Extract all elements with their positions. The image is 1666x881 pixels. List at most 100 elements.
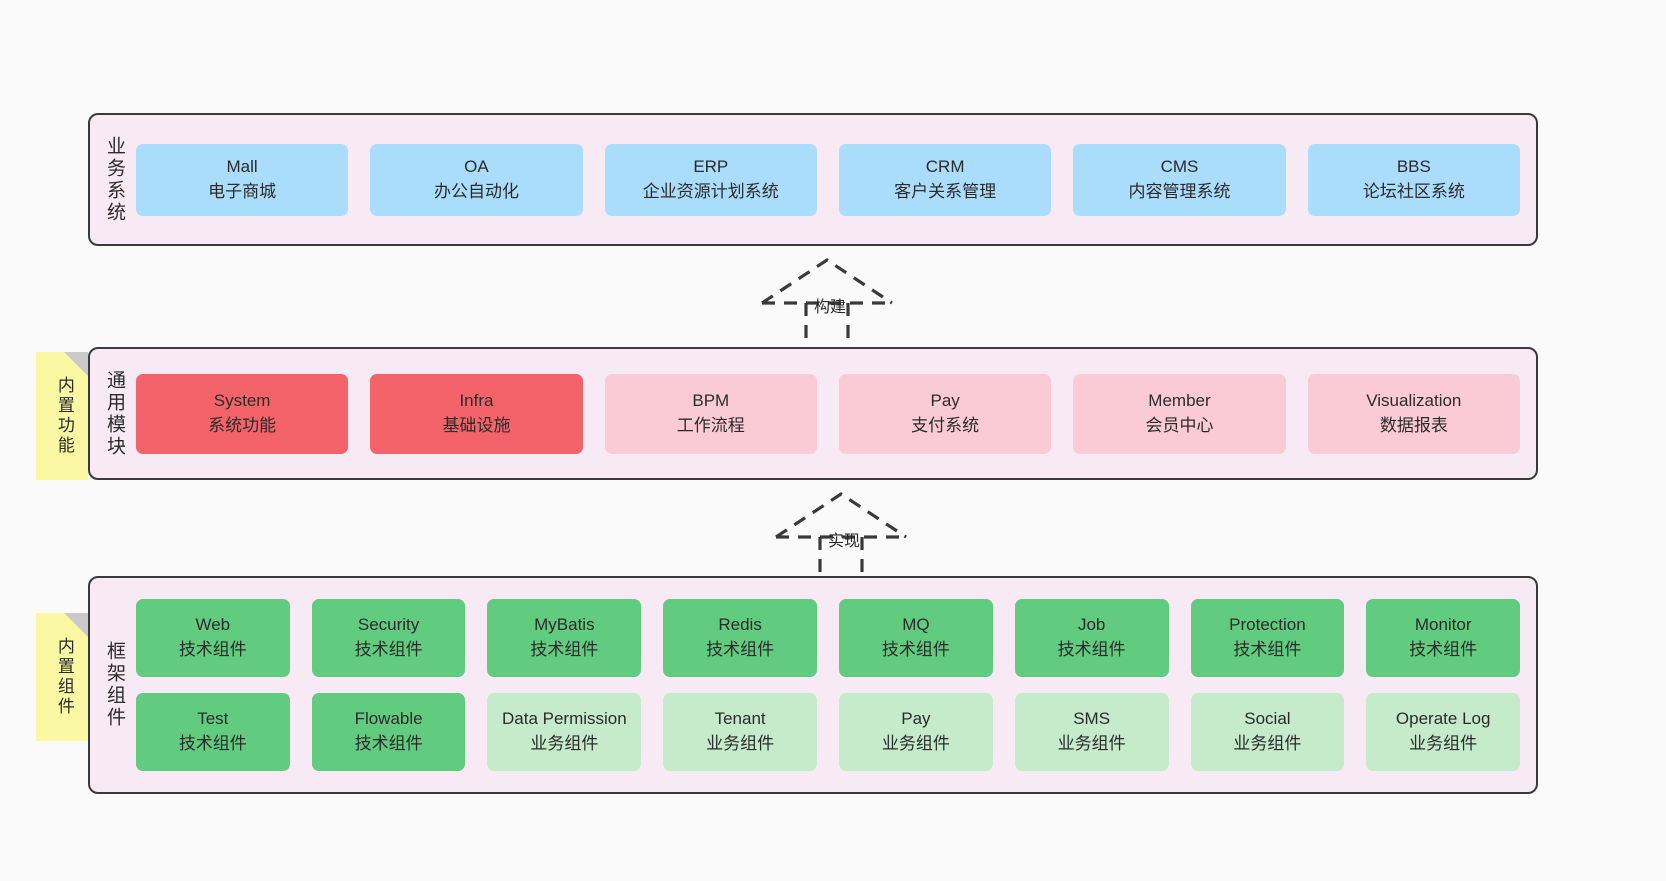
card-title-en: Protection [1229, 615, 1306, 635]
card-title-cn: 业务组件 [881, 734, 950, 753]
note-builtin-function-label: 内置功能 [54, 376, 74, 456]
card-data-permission[interactable]: Data Permission 业务组件 [487, 693, 642, 771]
card-title-en: SMS [1073, 709, 1111, 729]
layer-framework-component[interactable]: 框架组件 Web 技术组件 Security 技术组件 MyBatis 技术组件… [88, 576, 1538, 794]
card-title-en: Infra [459, 390, 494, 410]
card-title-en: OA [464, 156, 489, 176]
card-title-cn: 数据报表 [1379, 415, 1448, 435]
layer-body-framework-component: Web 技术组件 Security 技术组件 MyBatis 技术组件 Redi… [134, 578, 1536, 792]
card-title-cn: 客户关系管理 [894, 181, 997, 201]
card-web[interactable]: Web 技术组件 [135, 599, 290, 677]
card-visualization[interactable]: Visualization 数据报表 [1307, 373, 1520, 454]
card-row: Test 技术组件 Flowable 技术组件 Data Permission … [135, 693, 1521, 771]
card-title-en: Operate Log [1395, 709, 1491, 729]
connector-build: 构建 [752, 255, 912, 350]
note-builtin-function[interactable]: 内置功能 [36, 352, 88, 480]
card-row: System 系统功能 Infra 基础设施 BPM 工作流程 Pay 支付系统… [135, 373, 1520, 454]
card-row: Web 技术组件 Security 技术组件 MyBatis 技术组件 Redi… [135, 599, 1521, 677]
layer-body-common-module: System 系统功能 Infra 基础设施 BPM 工作流程 Pay 支付系统… [134, 349, 1536, 478]
card-title-en: ERP [693, 156, 729, 176]
card-bpm[interactable]: BPM 工作流程 [604, 373, 817, 454]
card-sms[interactable]: SMS 业务组件 [1014, 693, 1169, 771]
card-pay-component[interactable]: Pay 业务组件 [839, 693, 993, 771]
layer-title-business-system: 业务系统 [103, 135, 125, 224]
card-title-cn: 业务组件 [1233, 734, 1302, 753]
card-erp[interactable]: ERP 企业资源计划系统 [604, 143, 817, 216]
card-title-cn: 技术组件 [354, 734, 423, 753]
card-security[interactable]: Security 技术组件 [311, 599, 466, 677]
card-pay-module[interactable]: Pay 支付系统 [838, 373, 1052, 454]
card-mq[interactable]: MQ 技术组件 [839, 599, 993, 677]
connector-implement: 实现 [766, 489, 926, 584]
card-title-cn: 技术组件 [178, 734, 247, 753]
card-job[interactable]: Job 技术组件 [1014, 599, 1169, 677]
card-member[interactable]: Member 会员中心 [1073, 373, 1286, 454]
card-title-cn: 基础设施 [442, 415, 511, 435]
card-title-cn: 办公自动化 [433, 181, 519, 201]
card-title-cn: 业务组件 [530, 734, 599, 753]
card-title-en: CRM [925, 156, 965, 176]
card-title-cn: 系统功能 [208, 415, 277, 435]
card-title-cn: 企业资源计划系统 [642, 181, 779, 201]
card-title-cn: 技术组件 [354, 640, 423, 659]
card-title-cn: 业务组件 [1057, 734, 1126, 753]
card-infra[interactable]: Infra 基础设施 [370, 373, 583, 454]
note-fold-corner-icon [64, 352, 88, 376]
card-oa[interactable]: OA 办公自动化 [370, 143, 583, 216]
card-tenant[interactable]: Tenant 业务组件 [663, 693, 817, 771]
layer-business-system[interactable]: 业务系统 Mall 电子商城 OA 办公自动化 ERP 企业资源计划系统 CRM… [88, 113, 1538, 246]
card-title-en: Flowable [354, 709, 423, 729]
card-system[interactable]: System 系统功能 [135, 373, 349, 454]
card-row: Mall 电子商城 OA 办公自动化 ERP 企业资源计划系统 CRM 客户关系… [135, 143, 1520, 216]
card-title-en: Monitor [1414, 615, 1472, 635]
card-title-cn: 电子商城 [208, 181, 277, 201]
card-redis[interactable]: Redis 技术组件 [663, 599, 817, 677]
card-title-cn: 技术组件 [1057, 640, 1126, 659]
card-title-cn: 技术组件 [1233, 640, 1302, 659]
card-monitor[interactable]: Monitor 技术组件 [1366, 599, 1521, 677]
card-title-en: Job [1077, 615, 1106, 635]
card-title-en: Security [357, 615, 420, 635]
card-flowable[interactable]: Flowable 技术组件 [311, 693, 466, 771]
layer-common-module[interactable]: 通用模块 System 系统功能 Infra 基础设施 BPM 工作流程 Pay… [88, 347, 1538, 480]
card-title-cn: 支付系统 [911, 415, 980, 435]
card-title-cn: 技术组件 [881, 640, 950, 659]
card-title-en: Member [1148, 390, 1211, 410]
layer-body-business-system: Mall 电子商城 OA 办公自动化 ERP 企业资源计划系统 CRM 客户关系… [134, 115, 1536, 244]
card-title-cn: 技术组件 [706, 640, 775, 659]
connector-implement-label: 实现 [828, 533, 861, 550]
card-title-cn: 业务组件 [1409, 734, 1478, 753]
card-crm[interactable]: CRM 客户关系管理 [838, 143, 1052, 216]
card-mybatis[interactable]: MyBatis 技术组件 [487, 599, 642, 677]
card-operate-log[interactable]: Operate Log 业务组件 [1366, 693, 1521, 771]
card-test[interactable]: Test 技术组件 [135, 693, 290, 771]
card-title-en: Web [195, 615, 231, 635]
card-mall[interactable]: Mall 电子商城 [135, 143, 349, 216]
card-protection[interactable]: Protection 技术组件 [1190, 599, 1345, 677]
card-title-en: Pay [901, 709, 931, 729]
card-title-en: BBS [1396, 156, 1431, 176]
card-title-en: System [213, 390, 271, 410]
card-title-cn: 论坛社区系统 [1362, 181, 1465, 201]
connector-build-label: 构建 [814, 299, 847, 316]
card-title-en: CMS [1160, 156, 1199, 176]
card-title-en: Social [1244, 709, 1291, 729]
card-title-en: Data Permission [501, 709, 627, 729]
build-arrow-icon [761, 258, 893, 350]
card-bbs[interactable]: BBS 论坛社区系统 [1307, 143, 1520, 216]
card-title-en: MQ [902, 615, 930, 635]
layer-title-common-module: 通用模块 [103, 369, 125, 458]
card-social[interactable]: Social 业务组件 [1190, 693, 1345, 771]
card-title-cn: 业务组件 [706, 734, 775, 753]
card-cms[interactable]: CMS 内容管理系统 [1073, 143, 1286, 216]
card-title-en: Mall [226, 156, 258, 176]
implement-arrow-icon [775, 492, 907, 584]
note-builtin-component[interactable]: 内置组件 [36, 613, 88, 741]
card-title-cn: 技术组件 [178, 640, 247, 659]
card-title-en: MyBatis [534, 615, 595, 635]
card-title-en: Tenant [714, 709, 766, 729]
card-title-en: Redis [718, 615, 762, 635]
card-title-cn: 内容管理系统 [1128, 181, 1231, 201]
card-title-en: Pay [930, 390, 960, 410]
card-title-cn: 技术组件 [530, 640, 599, 659]
